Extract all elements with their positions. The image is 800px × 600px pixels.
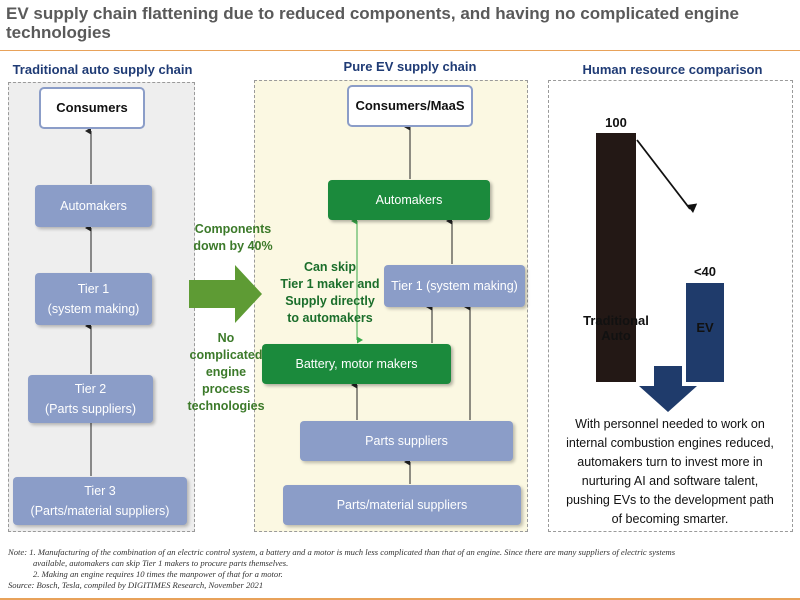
hr-desc-line4: nurturing AI and software talent, <box>581 474 759 488</box>
traditional-consumers-box: Consumers <box>39 87 145 129</box>
tier1-sublabel: (system making) <box>47 302 140 316</box>
note-line3: 2. Making an engine requires 10 times th… <box>33 569 283 579</box>
traditional-tier1-box: Tier 1 (system making) <box>35 273 152 325</box>
tier2-sublabel: (Parts suppliers) <box>45 402 136 416</box>
no-engine-line1: No <box>217 331 235 345</box>
ev-consumers-label: Consumers/MaaS <box>355 98 465 113</box>
tier3-sublabel: (Parts/material suppliers) <box>30 504 170 518</box>
ev-material-box: Parts/material suppliers <box>283 485 521 525</box>
components-reduced-text: Components down by 40% <box>188 221 278 255</box>
note-line2: available, automakers can skip Tier 1 ma… <box>33 558 289 568</box>
title-divider <box>0 50 800 51</box>
tier2-label: Tier 2 <box>74 382 107 396</box>
hr-heading: Human resource comparison <box>582 62 763 77</box>
traditional-consumers-label: Consumers <box>56 100 128 115</box>
bottom-divider <box>0 598 800 600</box>
components-line1: Components <box>194 222 272 236</box>
bar-value-traditional: 100 <box>605 115 627 130</box>
no-engine-line4: process <box>202 382 250 396</box>
bar-value-ev: <40 <box>693 264 717 279</box>
tier1-label: Tier 1 <box>77 282 110 296</box>
ev-material-label: Parts/material suppliers <box>336 498 468 512</box>
ev-automakers-box: Automakers <box>328 180 490 220</box>
ev-consumers-box: Consumers/MaaS <box>347 85 473 127</box>
hr-desc-line6: of becoming smarter. <box>611 512 729 526</box>
ev-automakers-label: Automakers <box>375 193 443 207</box>
ev-parts-box: Parts suppliers <box>300 421 513 461</box>
bar-label-traditional: Traditional Auto <box>583 313 649 343</box>
components-line2: down by 40% <box>193 239 273 253</box>
traditional-heading: Traditional auto supply chain <box>12 62 193 77</box>
bar-traditional <box>596 133 636 382</box>
battery-motor-label: Battery, motor makers <box>295 357 418 371</box>
tier3-label: Tier 3 <box>84 484 116 498</box>
skip-note-line1: Can skip <box>303 260 357 274</box>
note-line1: Note: 1. Manufacturing of the combinatio… <box>8 547 676 557</box>
hr-bar-chart: 100 <40 <box>548 80 791 382</box>
traditional-automakers-box: Automakers <box>35 185 152 227</box>
no-engine-line3: engine <box>205 365 247 379</box>
no-engine-line2: complicated <box>189 348 263 362</box>
ev-tier1-label: Tier 1 (system making) <box>391 279 518 293</box>
ev-parts-label: Parts suppliers <box>365 434 448 448</box>
bar-ev <box>686 283 724 382</box>
ev-tier1-box: Tier 1 (system making) <box>384 265 525 307</box>
hr-desc-line2: internal combustion engines reduced, <box>566 436 774 450</box>
skip-note-line3: Supply directly <box>285 294 375 308</box>
page-title: EV supply chain flattening due to reduce… <box>6 4 739 42</box>
bar-label-ev: EV <box>696 320 714 335</box>
no-engine-text: No complicated engine process technologi… <box>186 330 266 415</box>
traditional-automakers-label: Automakers <box>60 199 127 213</box>
traditional-tier3-box: Tier 3 (Parts/material suppliers) <box>13 477 187 525</box>
no-engine-line5: technologies <box>187 399 265 413</box>
hr-desc-line3: automakers turn to invest more in <box>577 455 763 469</box>
traditional-tier2-box: Tier 2 (Parts suppliers) <box>28 375 153 423</box>
hr-desc-line5: pushing EVs to the development path <box>566 493 774 507</box>
footnotes: Note: 1. Manufacturing of the combinatio… <box>8 547 798 591</box>
skip-note-line4: to automakers <box>287 311 373 325</box>
hr-panel <box>548 80 793 532</box>
down-arrow <box>639 366 697 412</box>
flatten-arrow <box>189 265 262 323</box>
ev-heading: Pure EV supply chain <box>343 59 477 74</box>
hr-description: With personnel needed to work on interna… <box>550 415 790 529</box>
skip-tier1-text: Can skip Tier 1 maker and Supply directl… <box>274 259 386 327</box>
hr-desc-line1: With personnel needed to work on <box>575 417 765 431</box>
skip-note-line2: Tier 1 maker and <box>280 277 380 291</box>
battery-motor-box: Battery, motor makers <box>262 344 451 384</box>
source-line: Source: Bosch, Tesla, compiled by DIGITI… <box>8 580 264 590</box>
